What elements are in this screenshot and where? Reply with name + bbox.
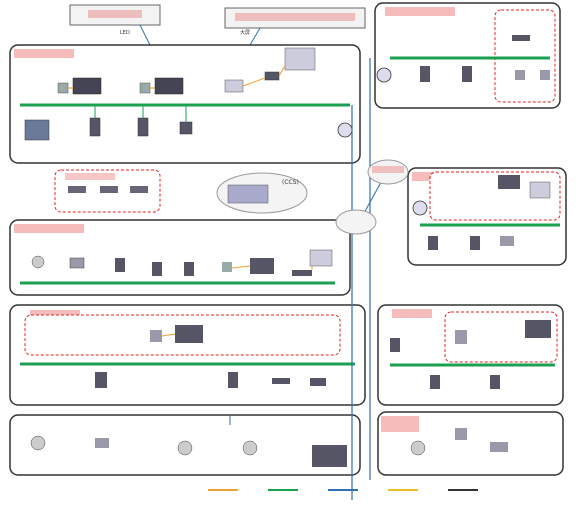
dashed-box-subsystem [54, 169, 161, 213]
cloud-node-center [335, 209, 377, 235]
top-system-box-middle [224, 7, 366, 29]
top-label-1: LED [120, 30, 130, 36]
ccs-label: (CCS) [282, 179, 299, 186]
panel-mid-left [9, 219, 351, 296]
panel-right-bottom [377, 411, 564, 476]
panel-right-top [374, 2, 561, 109]
panel-command-center [9, 44, 361, 164]
panel-bottom-center [9, 304, 366, 406]
panel-right-lower [377, 304, 564, 406]
panel-right-mid [407, 167, 567, 266]
top-link-mid [249, 27, 261, 46]
cloud-ccs: (CCS) [216, 172, 308, 214]
cloud-node-right [367, 159, 409, 185]
top-system-box-left [69, 4, 161, 26]
top-link-left [139, 24, 151, 46]
panel-cameras [9, 414, 361, 476]
top-label-2: 大屏 [240, 29, 250, 36]
